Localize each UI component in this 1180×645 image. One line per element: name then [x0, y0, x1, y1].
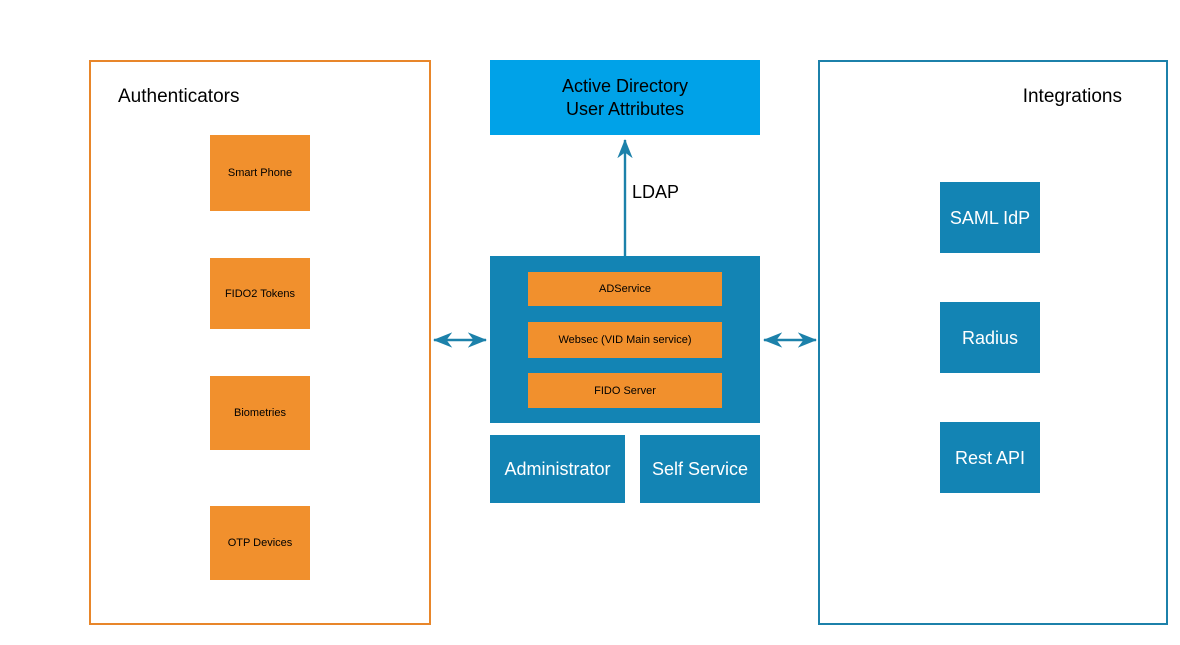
integrations-panel	[818, 60, 1168, 625]
integration-node-saml-idp[interactable]: SAML IdP	[940, 182, 1040, 253]
authenticator-node-biometries[interactable]: Biometries	[210, 376, 310, 450]
core-service-fido-server[interactable]: FIDO Server	[528, 373, 722, 408]
integration-label: SAML IdP	[949, 207, 1031, 228]
core-service-label: Websec (VID Main service)	[558, 334, 692, 346]
authenticator-label: FIDO2 Tokens	[224, 287, 296, 300]
active-directory-node[interactable]: Active Directory User Attributes	[490, 60, 760, 135]
integration-label: Radius	[961, 327, 1019, 348]
authenticators-panel-title: Authenticators	[118, 86, 240, 107]
core-service-websec[interactable]: Websec (VID Main service)	[528, 322, 722, 358]
ldap-connection-label: LDAP	[632, 182, 680, 202]
console-label: Self Service	[651, 459, 749, 479]
integration-node-rest-api[interactable]: Rest API	[940, 422, 1040, 493]
core-service-adservice[interactable]: ADService	[528, 272, 722, 306]
authenticator-node-smart-phone[interactable]: Smart Phone	[210, 135, 310, 211]
active-directory-label-line2: User Attributes	[565, 98, 685, 119]
integrations-panel-title: Integrations	[1022, 86, 1122, 107]
authenticator-label: OTP Devices	[227, 537, 293, 549]
authenticators-panel	[89, 60, 431, 625]
active-directory-label-line1: Active Directory	[561, 75, 689, 96]
authenticator-node-fido2-tokens[interactable]: FIDO2 Tokens	[210, 258, 310, 329]
integration-label: Rest API	[954, 447, 1026, 468]
console-label: Administrator	[504, 459, 611, 479]
authenticator-label: Smart Phone	[227, 167, 293, 179]
integration-node-radius[interactable]: Radius	[940, 302, 1040, 373]
authenticator-label: Biometries	[234, 407, 286, 419]
console-node-self-service[interactable]: Self Service	[640, 435, 760, 503]
authenticator-node-otp-devices[interactable]: OTP Devices	[210, 506, 310, 580]
console-node-administrator[interactable]: Administrator	[490, 435, 625, 503]
core-service-label: FIDO Server	[594, 384, 656, 397]
core-service-label: ADService	[599, 283, 651, 295]
